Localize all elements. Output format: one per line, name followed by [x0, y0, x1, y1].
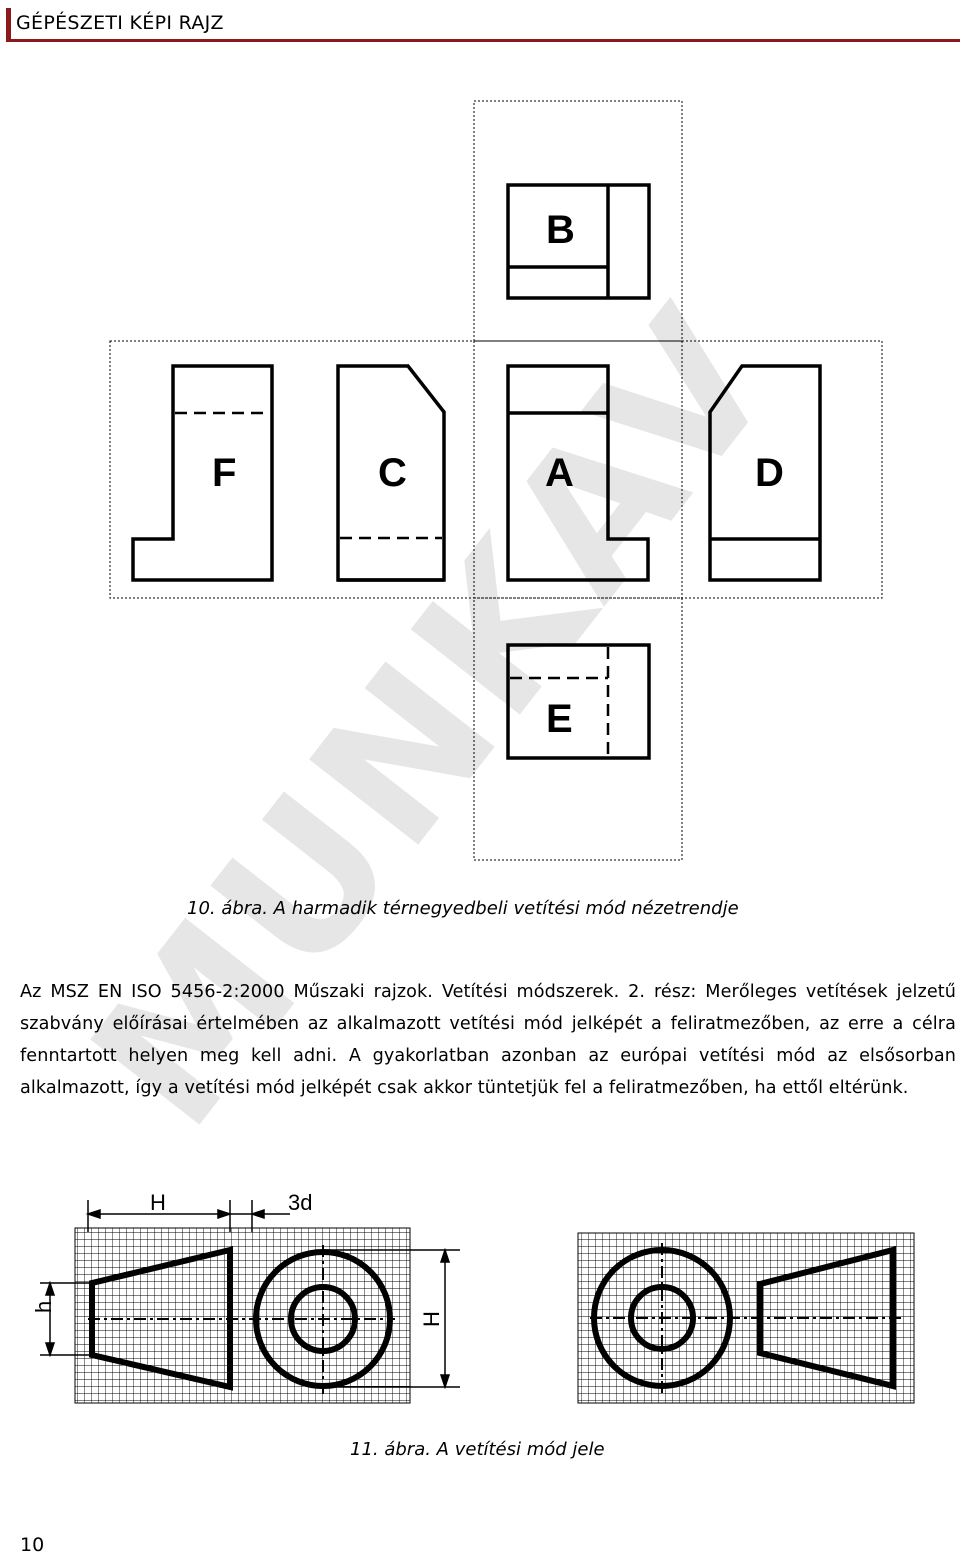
dim-h-top: H: [150, 1190, 166, 1215]
view-b-label: B: [546, 208, 575, 252]
figure-10-caption: 10. ábra. A harmadik térnegyedbeli vetít…: [187, 898, 739, 919]
cell-row: [109, 340, 883, 599]
left-cone: [89, 1246, 233, 1391]
figure-11-caption: 11. ábra. A vetítési mód jele: [350, 1439, 605, 1460]
dim-h-right: H: [419, 1311, 444, 1327]
header-title: GÉPÉSZETI KÉPI RAJZ: [16, 12, 224, 34]
view-a-outline: [506, 364, 650, 582]
view-e-label: E: [546, 697, 573, 741]
figure-10-views: B F C A D E: [109, 100, 883, 861]
view-a-label: A: [545, 451, 574, 495]
view-c-label: C: [378, 451, 407, 495]
right-cone: [757, 1246, 896, 1390]
view-f-outline: [131, 364, 274, 582]
header-bar: [6, 8, 960, 42]
view-d-outline: [708, 364, 822, 582]
view-d-label: D: [755, 451, 784, 495]
view-b-outline: [506, 183, 651, 300]
view-f-label: F: [212, 451, 236, 495]
figure-11-symbols: H 3d h H: [31, 1190, 915, 1404]
view-c-outline: [336, 364, 446, 582]
body-paragraph: Az MSZ EN ISO 5456-2:2000 Műszaki rajzok…: [20, 982, 956, 1098]
dim-3d: 3d: [288, 1190, 312, 1215]
page-number: 10: [20, 1534, 45, 1556]
view-e-outline: [506, 643, 651, 760]
cell-top: [473, 100, 683, 342]
dim-h-left: h: [31, 1301, 56, 1313]
cell-bottom: [473, 597, 683, 861]
